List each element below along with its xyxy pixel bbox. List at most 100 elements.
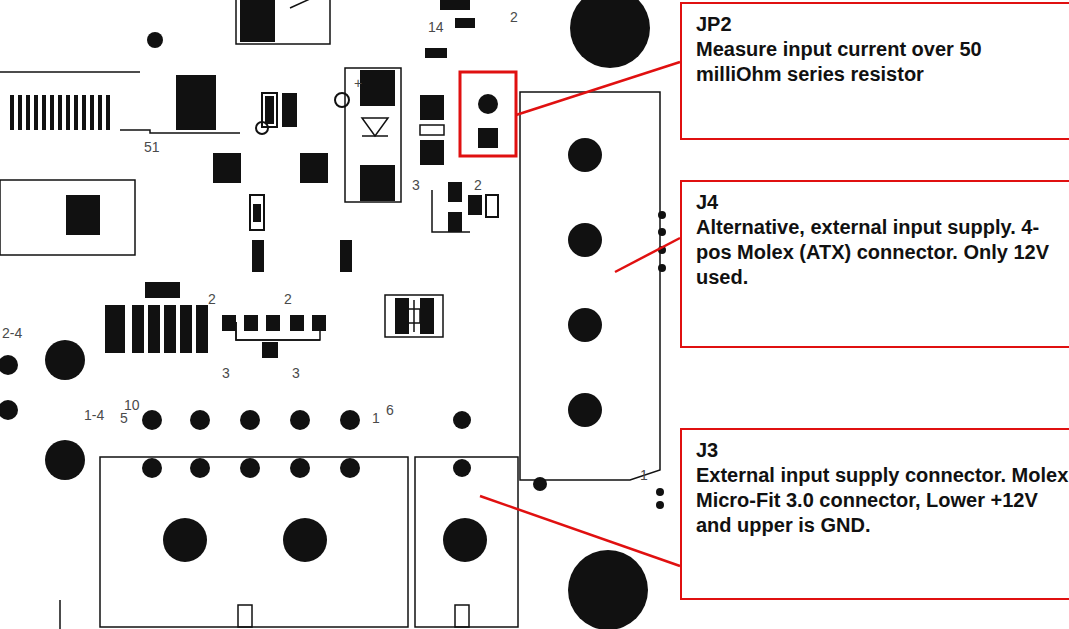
pcb-circle xyxy=(340,410,360,430)
silkscreen-label: 1 xyxy=(640,468,648,483)
silkscreen-label: 5 xyxy=(120,411,128,426)
pcb-circle xyxy=(570,0,650,68)
pcb-circle xyxy=(45,440,85,480)
pcb-rect xyxy=(252,240,264,272)
pcb-rect xyxy=(164,305,176,353)
pcb-line xyxy=(413,300,415,332)
callout-box: JP2Measure input current over 50 milliOh… xyxy=(680,2,1069,140)
pcb-rect xyxy=(486,195,498,217)
callout-text: Alternative, external input supply. 4-po… xyxy=(696,215,1069,290)
pcb-rect xyxy=(176,75,216,130)
silkscreen-label: 3 xyxy=(412,178,420,193)
pcb-rect xyxy=(420,298,434,334)
pcb-rect xyxy=(425,48,447,58)
pcb-circle xyxy=(568,308,602,342)
pcb-rect xyxy=(244,315,258,331)
pcb-rect xyxy=(58,95,62,130)
pcb-rect xyxy=(26,95,30,130)
pcb-rect xyxy=(90,95,94,130)
pcb-line xyxy=(290,0,312,8)
pcb-circle xyxy=(290,410,310,430)
pcb-polyline xyxy=(120,130,240,133)
pcb-path xyxy=(520,92,660,480)
silkscreen-label: 2 xyxy=(474,178,482,193)
pcb-rect xyxy=(266,315,280,331)
pcb-circle xyxy=(443,518,487,562)
pcb-rect xyxy=(478,128,498,148)
pcb-line xyxy=(615,238,680,272)
pcb-line xyxy=(480,496,680,566)
pcb-rect xyxy=(213,153,241,183)
callout-title: JP2 xyxy=(696,12,1069,37)
pcb-line xyxy=(362,135,388,137)
pcb-rect xyxy=(262,342,278,358)
pcb-circle xyxy=(290,458,310,478)
pcb-circle xyxy=(533,477,547,491)
pcb-rect xyxy=(448,212,462,232)
pcb-circle xyxy=(478,94,498,114)
silkscreen-label: 1 xyxy=(372,411,380,426)
pcb-circle xyxy=(142,410,162,430)
pcb-rect xyxy=(66,95,70,130)
pcb-rect xyxy=(265,96,274,124)
pcb-rect xyxy=(360,165,395,201)
callout-title: J4 xyxy=(696,190,1069,215)
pcb-circle xyxy=(656,501,664,509)
pcb-circle xyxy=(568,223,602,257)
pcb-rect xyxy=(340,240,352,272)
pcb-rect xyxy=(420,125,444,135)
pcb-rect xyxy=(100,457,408,627)
pcb-polygon xyxy=(362,118,388,136)
pcb-rect xyxy=(196,305,208,353)
silkscreen-label: + xyxy=(354,76,362,91)
pcb-rect xyxy=(420,95,444,120)
pcb-circle xyxy=(0,355,18,375)
pcb-pads xyxy=(0,0,666,629)
silkscreen-label: 1-4 xyxy=(84,408,104,423)
silkscreen-label: 3 xyxy=(292,366,300,381)
pcb-circle xyxy=(240,410,260,430)
pcb-rect xyxy=(42,95,46,130)
pcb-circle xyxy=(568,393,602,427)
pcb-rect xyxy=(34,95,38,130)
pcb-circle xyxy=(568,138,602,172)
leader-lines xyxy=(480,62,680,566)
pcb-rect xyxy=(180,305,192,353)
pcb-line xyxy=(59,600,61,629)
pcb-rect xyxy=(238,605,252,627)
pcb-line xyxy=(0,71,140,73)
silkscreen-label: 2 xyxy=(284,292,292,307)
pcb-rect xyxy=(145,282,180,298)
pcb-rect xyxy=(300,153,328,183)
pcb-outlines xyxy=(0,0,660,629)
silkscreen-label: 3 xyxy=(222,366,230,381)
pcb-rect xyxy=(105,305,125,353)
pcb-circle xyxy=(453,411,471,429)
callout-text: Measure input current over 50 milliOhm s… xyxy=(696,37,1069,87)
pcb-rect xyxy=(0,180,135,255)
pcb-rect xyxy=(10,95,14,130)
pcb-circle xyxy=(658,211,666,219)
pcb-rect xyxy=(253,204,261,222)
pcb-rect xyxy=(132,305,144,353)
pcb-circle xyxy=(658,228,666,236)
pcb-rect xyxy=(240,0,275,42)
pcb-rect xyxy=(440,0,470,10)
pcb-circle xyxy=(283,518,327,562)
pcb-circle xyxy=(335,93,349,107)
pcb-circle xyxy=(147,32,163,48)
pcb-circle xyxy=(190,458,210,478)
pcb-rect xyxy=(395,298,409,334)
callout-box: J4Alternative, external input supply. 4-… xyxy=(680,180,1069,348)
callout-box: J3External input supply connector. Molex… xyxy=(680,428,1069,600)
pcb-rect xyxy=(50,95,54,130)
pcb-rect xyxy=(415,457,518,627)
pcb-rect xyxy=(290,315,304,331)
pcb-circle xyxy=(240,458,260,478)
pcb-rect xyxy=(345,68,401,202)
pcb-rect xyxy=(250,195,264,230)
pcb-rect xyxy=(420,140,444,165)
silkscreen-label: 2 xyxy=(208,292,216,307)
pcb-circle xyxy=(568,550,648,629)
